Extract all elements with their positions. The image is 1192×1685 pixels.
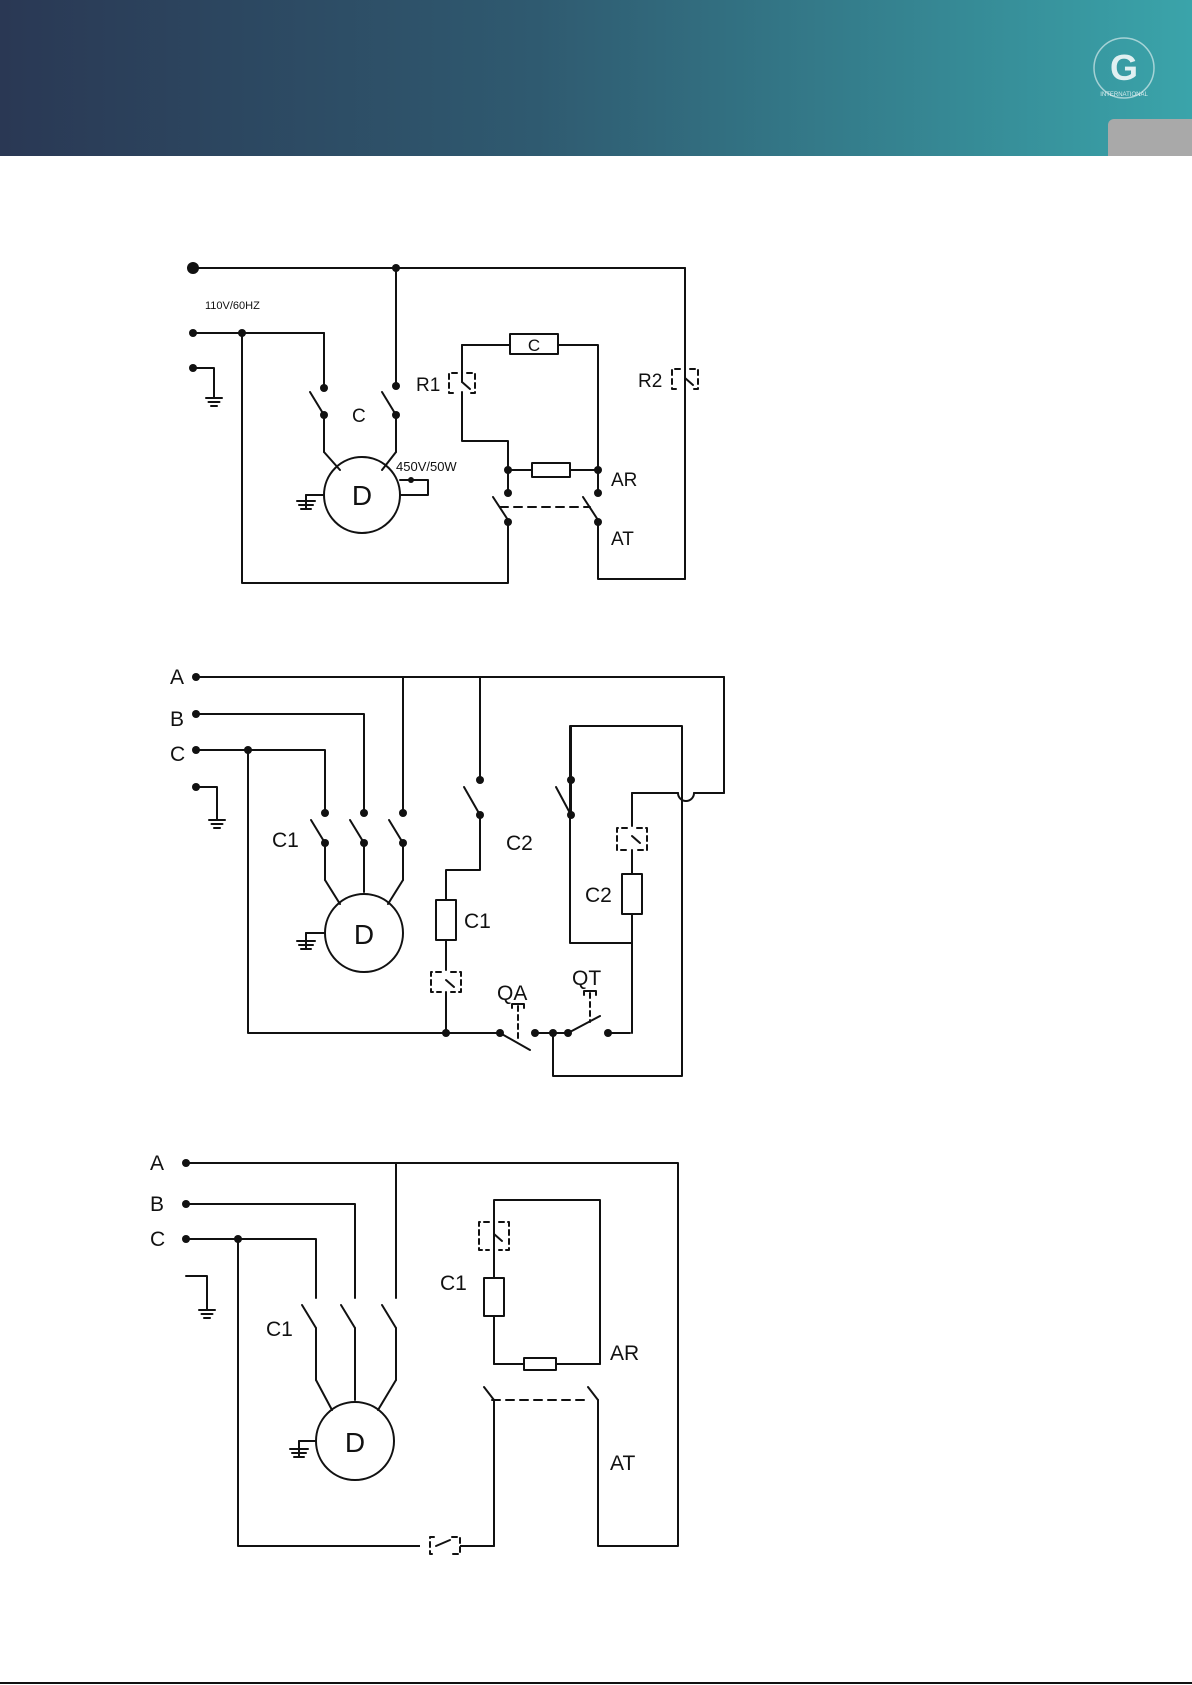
qa-label: QA [497,982,527,1005]
coil-c1-label: C1 [464,910,491,933]
relay-r1-label: R1 [416,375,440,396]
contactor-c1-label: C1 [272,829,299,852]
motor-label: D [352,480,372,511]
coil-c1-label: C1 [440,1272,467,1295]
line-c-label: C [170,743,185,766]
motor-label: D [345,1427,365,1458]
capacitor-label: C [528,336,540,355]
ar-label: AR [610,1342,639,1365]
at-label: AT [611,529,634,550]
contactor-c2-label: C2 [506,832,533,855]
line-a-label: A [170,666,184,689]
footer-rule [0,1682,1192,1684]
at-label: AT [610,1452,635,1475]
relay-r2-label: R2 [638,371,662,392]
heater-label: 450V/50W [396,459,457,474]
supply-label: 110V/60HZ [205,300,260,312]
line-c-label: C [150,1228,165,1251]
contactor-c-label: C [352,406,366,427]
contactor-c1-label: C1 [266,1318,293,1341]
motor-label: D [354,919,374,950]
diagram-3: A B C C1 D [150,1152,678,1554]
line-a-label: A [150,1152,164,1175]
diagram-2: A B C C1 [170,666,724,1076]
line-b-label: B [170,708,184,731]
diagram-1: 110V/60HZ C D 450V/50W C [187,262,698,583]
ar-label: AR [611,470,637,491]
line-b-label: B [150,1193,164,1216]
qt-label: QT [572,967,601,990]
coil-c2-label: C2 [585,884,612,907]
